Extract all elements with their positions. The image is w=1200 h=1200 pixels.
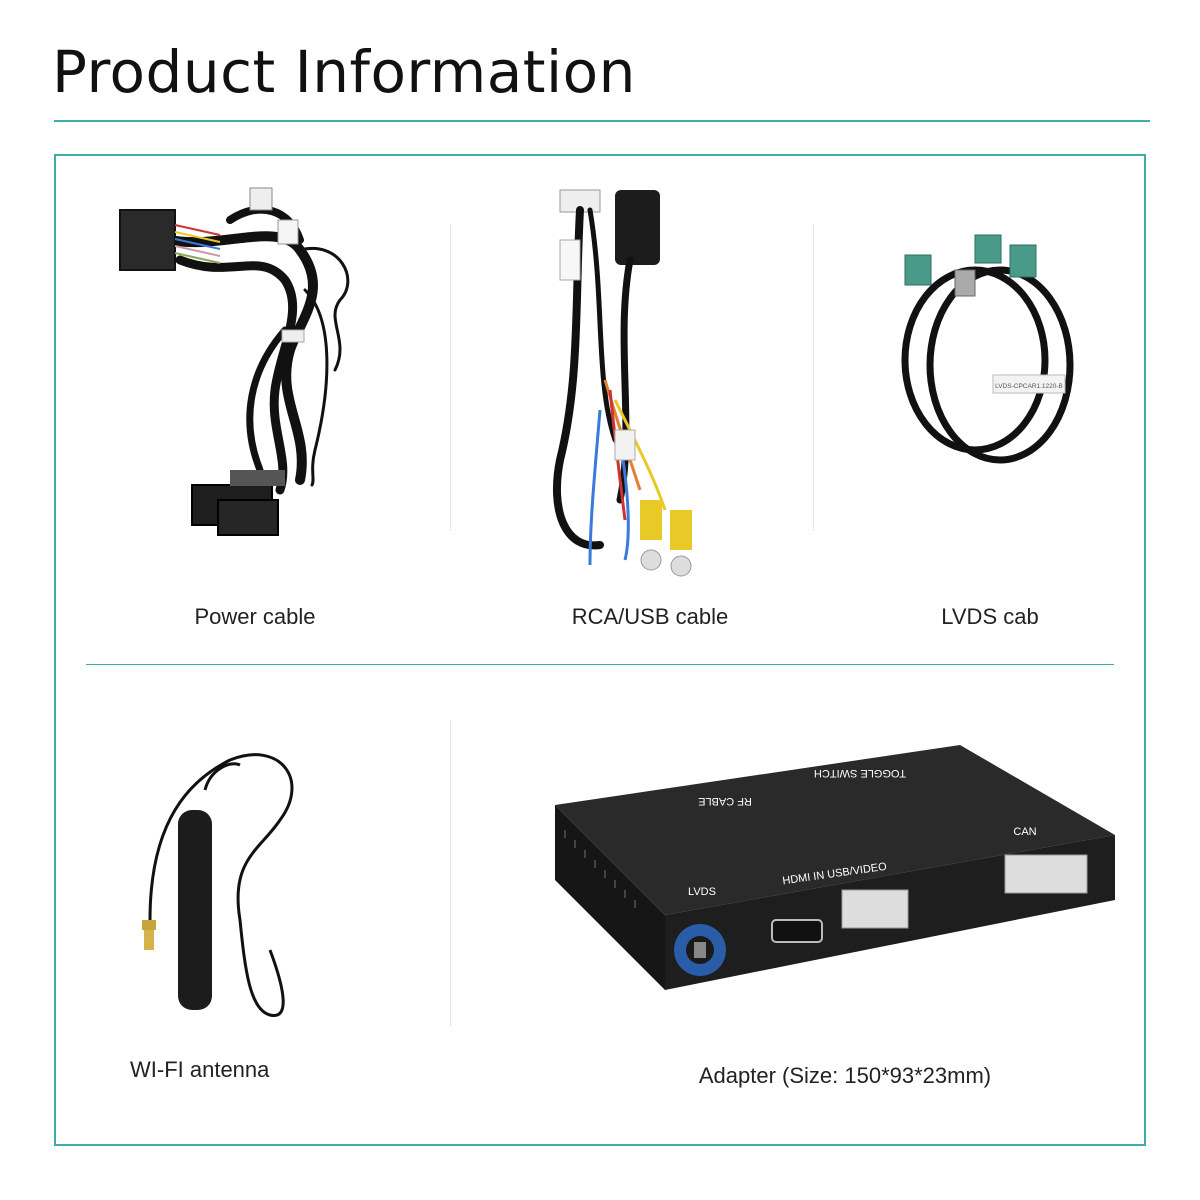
product-panel bbox=[54, 154, 1146, 1146]
power-cable-image bbox=[119, 187, 350, 536]
wifi-antenna-image bbox=[142, 753, 294, 1017]
lvds-cable-caption: LVDS cab bbox=[941, 604, 1039, 629]
lvds-cable-item: LVDS-CPCAR1.1220-B bbox=[880, 225, 1100, 470]
page-title: Product Information bbox=[52, 38, 636, 106]
lvds-cable-image: LVDS-CPCAR1.1220-B bbox=[901, 234, 1074, 464]
column-divider bbox=[813, 225, 814, 530]
adapter-label-can: CAN bbox=[1013, 826, 1036, 838]
wifi-antenna-caption: WI-FI antenna bbox=[130, 1057, 270, 1082]
rca-usb-cable-image bbox=[553, 189, 692, 577]
column-divider bbox=[450, 225, 451, 530]
title-divider bbox=[54, 120, 1150, 122]
rca-usb-cable-item bbox=[520, 180, 780, 580]
adapter-caption: Adapter (Size: 150*93*23mm) bbox=[698, 1063, 992, 1088]
row-divider bbox=[86, 664, 1114, 665]
adapter-image: RF CABLE TOGGLE SWITCH CAN HDMI IN USB/V… bbox=[555, 745, 1115, 990]
column-divider bbox=[450, 720, 451, 1025]
rca-usb-cable-caption: RCA/USB cable bbox=[571, 604, 729, 629]
lvds-cable-tag: LVDS-CPCAR1.1220-B bbox=[995, 383, 1063, 390]
power-cable-item bbox=[100, 180, 410, 560]
adapter-item: RF CABLE TOGGLE SWITCH CAN HDMI IN USB/V… bbox=[550, 740, 1120, 990]
adapter-label-rf-cable: RF CABLE bbox=[698, 795, 752, 807]
adapter-label-toggle-switch: TOGGLE SWITCH bbox=[814, 767, 906, 779]
adapter-label-lvds: LVDS bbox=[688, 886, 716, 898]
power-cable-caption: Power cable bbox=[194, 604, 316, 629]
wifi-antenna-item bbox=[130, 740, 310, 1030]
